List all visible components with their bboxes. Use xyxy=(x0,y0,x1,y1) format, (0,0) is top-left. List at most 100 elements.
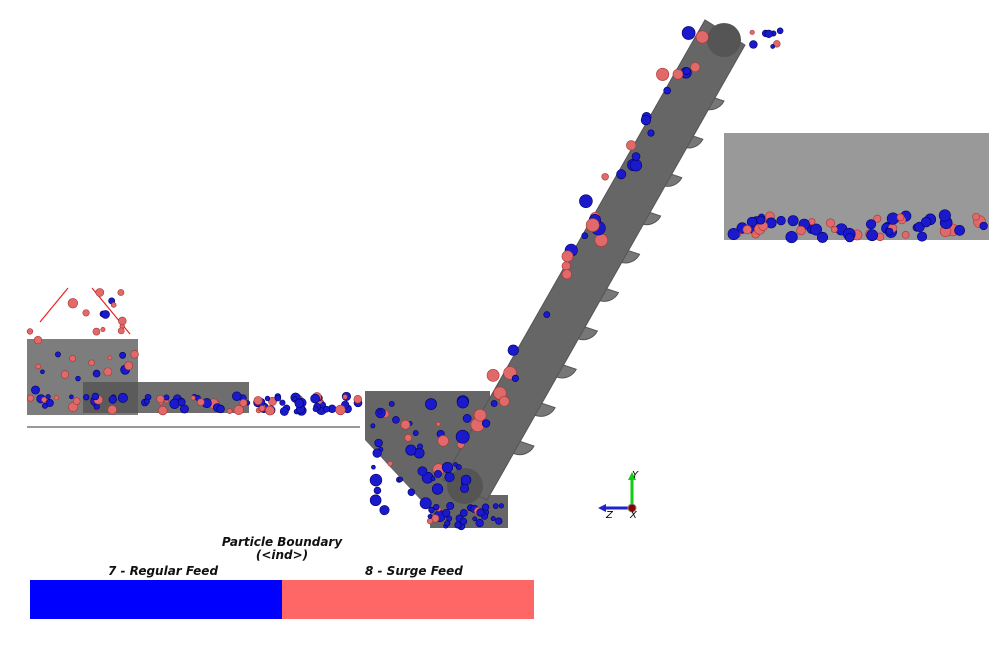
particle-surge xyxy=(796,225,806,236)
particle-regular xyxy=(787,215,799,227)
legend-swatch-regular xyxy=(30,580,282,619)
axis-label-x: X xyxy=(630,510,637,521)
particle-regular xyxy=(979,221,988,231)
conveyor-head-pulley xyxy=(707,23,741,57)
particle-surge xyxy=(335,404,346,416)
particle-surge xyxy=(387,460,393,467)
particle-regular xyxy=(727,227,740,241)
particle-regular xyxy=(885,227,894,236)
particle-regular xyxy=(475,518,484,528)
particle-regular xyxy=(392,416,400,424)
particle-regular xyxy=(917,231,928,242)
particle-surge xyxy=(896,213,905,222)
particle-surge xyxy=(26,328,34,335)
particle-regular xyxy=(455,464,462,471)
particle-regular xyxy=(41,402,48,409)
particle-regular xyxy=(374,438,383,448)
particle-surge xyxy=(626,140,637,151)
particle-regular xyxy=(476,508,485,517)
particle-regular xyxy=(75,375,81,382)
particle-regular xyxy=(490,400,498,407)
particle-regular xyxy=(456,396,469,409)
particle-regular xyxy=(83,394,90,401)
inclined-conveyor xyxy=(442,19,746,501)
particle-surge xyxy=(35,363,41,370)
particle-surge xyxy=(156,394,165,404)
particle-regular xyxy=(459,517,468,525)
legend-subtitle: (<ind>) xyxy=(255,548,309,562)
particle-regular xyxy=(108,395,117,404)
particle-regular xyxy=(310,393,320,404)
particle-surge xyxy=(124,361,134,371)
particle-regular xyxy=(425,398,437,410)
particle-regular xyxy=(647,129,655,137)
particle-regular xyxy=(93,403,100,410)
particle-surge xyxy=(400,419,411,430)
particle-surge xyxy=(561,269,572,280)
particle-surge xyxy=(258,405,266,412)
particle-surge xyxy=(103,367,113,377)
particle-regular xyxy=(616,169,627,180)
particle-surge xyxy=(117,289,125,296)
particle-surge xyxy=(656,67,670,81)
particle-regular xyxy=(417,466,428,477)
particle-regular xyxy=(460,483,470,493)
particle-regular xyxy=(444,520,451,527)
particle-regular xyxy=(631,152,641,161)
particle-regular xyxy=(55,351,61,358)
particle-surge xyxy=(265,405,275,416)
particle-regular xyxy=(441,461,454,473)
particle-surge xyxy=(33,335,43,345)
particle-regular xyxy=(373,486,382,495)
particle-regular xyxy=(117,392,128,403)
particle-regular xyxy=(810,223,822,236)
particle-regular xyxy=(682,67,691,75)
particle-regular xyxy=(495,517,503,525)
axis-label-z: Z xyxy=(606,510,613,521)
particle-regular xyxy=(264,395,271,402)
particle-regular xyxy=(453,462,458,467)
particle-surge xyxy=(594,233,608,247)
particle-surge xyxy=(773,40,781,48)
particle-regular xyxy=(472,516,478,522)
particle-surge xyxy=(561,250,574,263)
particle-regular xyxy=(543,311,551,318)
legend-label-regular: 7 - Regular Feed xyxy=(108,564,219,578)
particle-regular xyxy=(785,231,798,244)
particle-surge xyxy=(437,435,449,447)
legend-label-surge: 8 - Surge Feed xyxy=(365,564,463,578)
particle-regular xyxy=(681,26,696,40)
particle-surge xyxy=(972,212,980,221)
particle-regular xyxy=(91,392,100,401)
particle-regular xyxy=(371,464,376,470)
particle-regular xyxy=(629,159,643,172)
particle-surge xyxy=(749,29,755,35)
particle-surge xyxy=(92,327,101,336)
particle-regular xyxy=(954,225,965,236)
particle-surge xyxy=(601,173,609,181)
particle-surge xyxy=(585,218,600,232)
particle-regular xyxy=(45,394,51,400)
particle-surge xyxy=(435,421,441,427)
geometry-layer xyxy=(27,19,989,528)
particle-surge xyxy=(107,355,113,361)
particle-regular xyxy=(460,474,472,486)
particle-regular xyxy=(369,494,382,507)
particle-surge xyxy=(426,518,434,525)
particle-regular xyxy=(764,29,773,38)
particle-regular xyxy=(430,476,436,482)
particle-regular xyxy=(177,398,186,407)
particle-regular xyxy=(407,488,416,496)
particle-regular xyxy=(428,506,435,514)
particle-regular xyxy=(163,394,170,401)
particle-surge xyxy=(158,405,168,416)
particle-regular xyxy=(446,501,455,510)
particle-regular xyxy=(143,398,150,405)
particle-regular xyxy=(405,444,417,456)
particle-regular xyxy=(581,232,589,240)
particle-regular xyxy=(845,233,855,243)
particle-regular xyxy=(232,391,242,401)
particle-regular xyxy=(427,514,433,519)
